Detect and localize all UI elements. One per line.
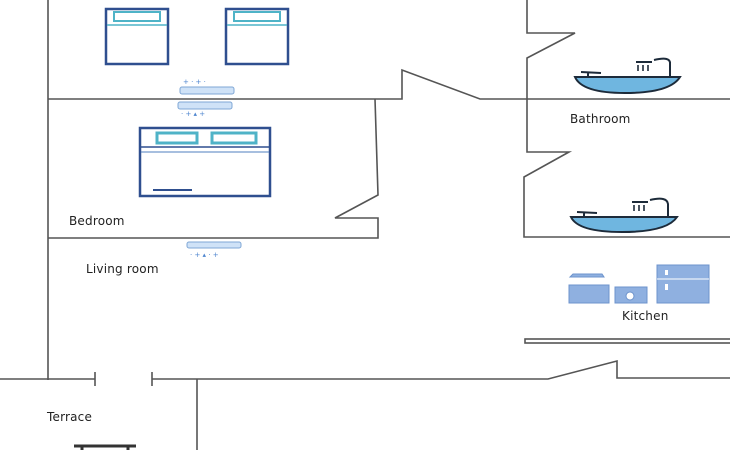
wall-bedroom-bottom xyxy=(48,98,379,239)
single-bed-icon xyxy=(104,7,170,66)
range-hood-icon xyxy=(568,273,605,278)
air-conditioner-icon xyxy=(177,86,242,249)
room-label-living-room: Living room xyxy=(86,262,159,276)
terrace-table-icon xyxy=(74,444,136,450)
kitchen-appliances-icon xyxy=(568,264,710,304)
bathtub-icon xyxy=(573,57,682,95)
wall-bedroom-top xyxy=(48,68,730,100)
room-label-bedroom: Bedroom xyxy=(69,214,125,228)
svg-text:· + ▴ +: · + ▴ + xyxy=(181,110,205,118)
kitchen-counter xyxy=(524,338,730,344)
air-flow-icon: + · + · · + ▴ + · + ▴ · + xyxy=(181,78,219,259)
room-label-kitchen: Kitchen xyxy=(622,309,669,323)
double-bed-icon xyxy=(138,126,272,198)
fridge-icon xyxy=(656,264,710,304)
room-label-bathroom: Bathroom xyxy=(570,112,631,126)
room-label-terrace: Terrace xyxy=(47,410,93,424)
svg-text:+ · + ·: + · + · xyxy=(183,78,206,86)
wall-bottom xyxy=(152,359,730,380)
svg-text:· + ▴ · +: · + ▴ · + xyxy=(190,251,219,259)
oven-icon xyxy=(568,284,610,304)
bathtub-icon xyxy=(569,197,679,234)
wall-bathroom xyxy=(523,0,730,238)
single-bed-icon xyxy=(224,7,290,66)
